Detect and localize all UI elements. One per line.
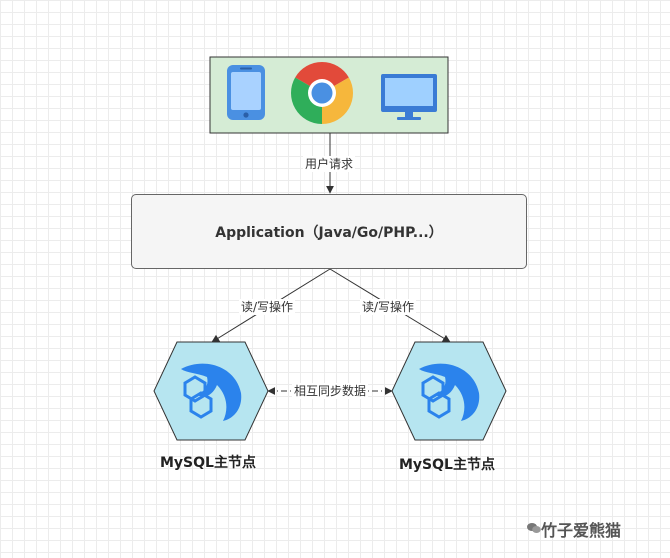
node-label-right: MySQL主节点: [399, 457, 495, 473]
watermark-text: 竹子爱熊猫: [541, 521, 622, 540]
mysql-dolphin-icon: [181, 363, 242, 421]
mobile-phone-icon: [227, 65, 265, 120]
desktop-monitor-icon: [381, 74, 437, 120]
left-edge-label: 读/写操作: [239, 299, 296, 315]
wechat-icon: [527, 523, 541, 533]
application-box: Application（Java/Go/PHP...）: [131, 194, 527, 269]
sync-label: 相互同步数据: [292, 383, 369, 399]
mysql-dolphin-icon: [419, 363, 480, 421]
mysql-node-left: [153, 341, 269, 441]
application-title: Application（Java/Go/PHP...）: [215, 224, 443, 241]
node-label-left: MySQL主节点: [160, 455, 256, 471]
request-label: 用户请求: [303, 156, 356, 172]
right-edge-label: 读/写操作: [360, 299, 417, 315]
mysql-node-right: [391, 341, 507, 441]
chrome-browser-icon: [290, 61, 354, 124]
